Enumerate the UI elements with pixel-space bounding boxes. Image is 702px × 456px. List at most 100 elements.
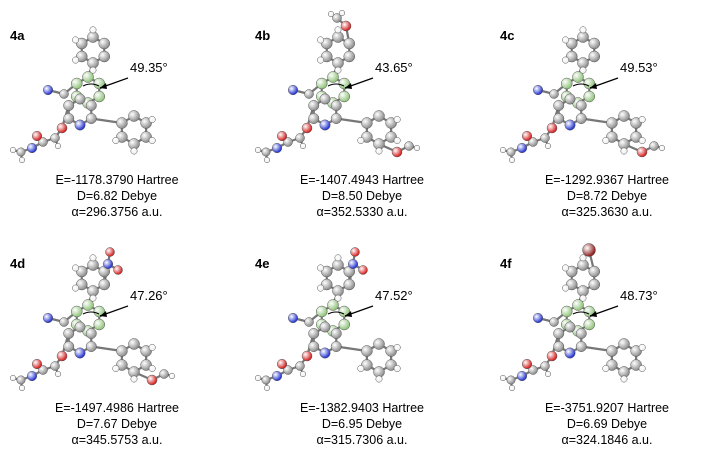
- highlight-carbon-atom: [82, 299, 94, 311]
- hydrogen-atom: [638, 344, 646, 351]
- hydrogen-atom: [602, 365, 610, 372]
- oxygen-atom: [350, 247, 360, 257]
- hydrogen-atom: [544, 142, 552, 150]
- hydrogen-atom: [602, 137, 610, 144]
- carbon-atom: [98, 50, 111, 63]
- highlight-carbon-atom: [338, 318, 351, 331]
- polar-value: α=296.3756 a.u.: [71, 205, 163, 219]
- carbon-atom: [308, 328, 320, 339]
- atoms: [254, 10, 421, 164]
- carbon-atom: [308, 113, 320, 124]
- carbon-atom: [85, 341, 97, 352]
- dipole-value: D=6.69 Debye: [566, 417, 648, 431]
- highlight-carbon-atom: [93, 305, 106, 318]
- hydrogen-atom: [72, 36, 79, 44]
- hydrogen-atom: [168, 372, 176, 380]
- molecule-structure: [254, 10, 421, 164]
- highlight-carbon-atom: [338, 77, 351, 90]
- carbon-atom: [320, 37, 333, 50]
- oxygen-atom: [636, 146, 648, 158]
- compound-label: 4d: [10, 256, 26, 271]
- carbon-atom: [128, 110, 140, 122]
- carbon-atom: [606, 345, 618, 357]
- nitrogen-atom: [42, 84, 54, 96]
- hydrogen-atom: [112, 137, 120, 144]
- bromine-atom: [582, 243, 596, 257]
- carbon-atom: [98, 278, 111, 291]
- carbon-atom: [564, 321, 576, 333]
- hydrogen-atom: [72, 284, 79, 292]
- carbon-atom: [588, 265, 601, 278]
- carbon-atom: [575, 113, 587, 124]
- carbon-atom: [261, 375, 271, 385]
- highlight-carbon-atom: [560, 77, 573, 90]
- carbon-atom: [308, 341, 320, 352]
- oxygen-atom: [276, 130, 288, 142]
- atoms: [9, 26, 156, 164]
- hydrogen-atom: [620, 375, 628, 383]
- hydrogen-atom: [638, 365, 646, 372]
- carbon-atom: [565, 37, 578, 50]
- oxygen-atom: [31, 358, 43, 370]
- hydrogen-atom: [658, 144, 666, 152]
- hydrogen-atom: [579, 66, 587, 74]
- carbon-atom: [295, 133, 305, 143]
- highlight-carbon-atom: [93, 77, 106, 90]
- carbon-atom: [588, 278, 601, 291]
- molecule-structure: [9, 26, 156, 164]
- carbon-atom: [74, 93, 86, 105]
- compound-label: 4c: [500, 28, 515, 43]
- dipole-value: D=6.95 Debye: [321, 417, 403, 431]
- nitrogen-atom: [564, 119, 576, 131]
- hydrogen-atom: [9, 374, 17, 382]
- molecule-structure: [499, 26, 666, 164]
- hydrogen-atom: [263, 384, 271, 392]
- angle-pointer-arrowhead: [345, 311, 352, 317]
- carbon-atom: [549, 89, 559, 99]
- carbon-atom: [588, 37, 601, 50]
- carbon-atom: [75, 265, 88, 278]
- dipole-value: D=6.82 Debye: [76, 189, 158, 203]
- highlight-carbon-atom: [338, 305, 351, 318]
- dihedral-arc: [82, 83, 100, 87]
- hydrogen-atom: [562, 264, 569, 272]
- hydrogen-atom: [334, 254, 342, 262]
- energy-value: E=-1178.3790 Hartree: [55, 173, 179, 187]
- carbon-atom: [330, 100, 342, 111]
- highlight-carbon-atom: [583, 318, 596, 331]
- carbon-atom: [74, 321, 86, 333]
- carbon-atom: [361, 345, 373, 357]
- highlight-carbon-atom: [315, 305, 328, 318]
- compound-label: 4b: [255, 28, 271, 43]
- carbon-atom: [59, 317, 69, 327]
- dihedral-arc: [82, 311, 100, 315]
- hydrogen-atom: [357, 137, 365, 144]
- carbon-atom: [63, 341, 75, 352]
- hydrogen-atom: [317, 264, 324, 272]
- nitrogen-atom: [319, 119, 331, 131]
- nitrogen-atom: [564, 347, 576, 359]
- carbon-atom: [85, 100, 97, 111]
- oxygen-atom: [358, 265, 368, 275]
- carbon-atom: [575, 100, 587, 111]
- hydrogen-atom: [544, 370, 552, 378]
- highlight-carbon-atom: [82, 71, 94, 83]
- hydrogen-atom: [327, 10, 335, 18]
- hydrogen-atom: [263, 156, 271, 164]
- oxygen-atom: [301, 122, 313, 134]
- carbon-atom: [618, 110, 630, 122]
- polar-value: α=345.5753 a.u.: [71, 433, 163, 447]
- carbon-atom: [304, 317, 314, 327]
- hydrogen-atom: [148, 344, 156, 351]
- hydrogen-atom: [72, 56, 79, 64]
- highlight-carbon-atom: [327, 299, 339, 311]
- nitrogen-atom: [74, 347, 86, 359]
